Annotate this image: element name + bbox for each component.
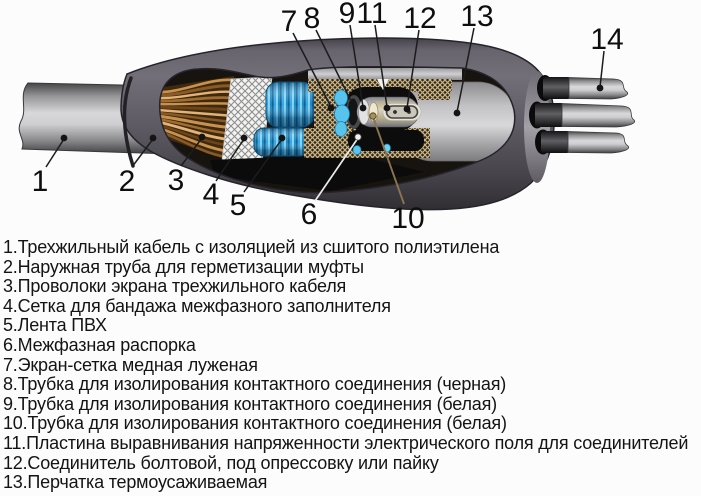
- leader-line-4: [215, 138, 245, 182]
- callout-14: 14: [590, 23, 623, 56]
- legend-item-4: 4.Сетка для бандажа межфазного заполните…: [3, 295, 391, 316]
- leader-line-8: [315, 29, 353, 104]
- legend-item-9: 9.Трубка для изолирования контактного со…: [3, 393, 497, 414]
- callout-4: 4: [203, 178, 220, 211]
- copper-screen-wires: [159, 76, 235, 162]
- leader-line-6: [314, 137, 359, 202]
- callout-9: 9: [339, 0, 356, 30]
- cable-joint-diagram: 1 2 3 4 5 6 7 8 9 10 11 12 13 14: [18, 0, 636, 235]
- callout-10: 10: [391, 202, 424, 235]
- leader-dot-12: [403, 105, 411, 113]
- leader-line-12: [406, 29, 420, 109]
- legend-item-11: 11.Пластина выравнивания напряженности э…: [3, 432, 689, 453]
- leader-dots: [60, 84, 604, 142]
- black-tube-bottom: [348, 130, 424, 151]
- joint-body: [120, 37, 555, 211]
- pvc-tape-coil-top: [265, 81, 315, 128]
- leader-line-3: [180, 137, 203, 167]
- callout-8: 8: [304, 2, 321, 35]
- leader-line-11: [374, 24, 388, 108]
- shadow-wedge: [210, 154, 424, 191]
- leader-line-1: [45, 138, 65, 168]
- callout-3: 3: [168, 164, 185, 197]
- leader-line-14: [599, 50, 605, 88]
- exit-cable-top: [537, 75, 629, 101]
- leader-dot-2: [149, 134, 157, 142]
- leader-dot-6: [354, 133, 362, 141]
- glove-inner-band: [308, 68, 462, 80]
- exit-cable-bottom: [535, 129, 630, 155]
- legend-item-7: 7.Экран-сетка медная луженая: [3, 354, 258, 375]
- exit-cable-middle: [529, 101, 636, 129]
- legend: 1.Трехжильный кабель с изоляцией из сшит…: [3, 237, 701, 493]
- leader-dot-9: [359, 104, 367, 112]
- callout-11: 11: [356, 0, 387, 30]
- leader-line-5: [243, 138, 283, 193]
- leader-dot-5: [278, 134, 286, 142]
- callout-2: 2: [119, 165, 136, 198]
- legend-item-10: 10.Трубка для изолирования контактного с…: [3, 413, 507, 434]
- legend-item-12: 12.Соединитель болтовой, под опрессовку …: [3, 452, 439, 473]
- leader-line-10: [372, 116, 405, 205]
- leader-line-9: [349, 24, 364, 108]
- leader-dot-8: [348, 100, 356, 108]
- leader-dot-4: [240, 134, 248, 142]
- legend-item-2: 2.Наружная труба для герметизации муфты: [3, 256, 364, 277]
- callout-1: 1: [32, 165, 49, 198]
- pvc-tape-coil-bottom: [253, 127, 311, 157]
- callout-13: 13: [460, 0, 493, 33]
- leader-dot-13: [453, 109, 461, 117]
- collar-rim: [122, 76, 135, 168]
- leader-dot-14: [596, 84, 604, 92]
- legend-item-8: 8.Трубка для изолирования контактного со…: [3, 374, 507, 395]
- leader-line-7: [292, 32, 332, 108]
- legend-item-1: 1.Трехжильный кабель с изоляцией из сшит…: [3, 237, 500, 257]
- callout-7: 7: [281, 5, 298, 38]
- callout-numbers: 1 2 3 4 5 6 7 8 9 10 11 12 13 14: [32, 0, 624, 235]
- legend-item-13: 13.Перчатка термоусаживаемая: [3, 472, 268, 493]
- leader-dot-1: [60, 134, 68, 142]
- leader-lines: [45, 24, 605, 193]
- leader-line-13: [456, 27, 475, 113]
- leader-line-2: [131, 138, 154, 168]
- leader-dot-11: [383, 104, 391, 112]
- callout-12: 12: [403, 2, 436, 35]
- legend-item-5: 5.Лента ПВХ: [3, 315, 107, 336]
- legend-item-6: 6.Межфазная распорка: [3, 334, 196, 355]
- leader-dot-7: [327, 104, 335, 112]
- bolt-connector: [382, 103, 422, 121]
- leader-dot-10: [369, 112, 377, 120]
- legend-item-3: 3.Проволоки экрана трехжильного кабеля: [3, 276, 347, 297]
- callout-6: 6: [301, 198, 318, 231]
- leader-dot-3: [198, 133, 206, 141]
- callout-5: 5: [230, 189, 247, 222]
- interphase-spacer: [334, 89, 391, 155]
